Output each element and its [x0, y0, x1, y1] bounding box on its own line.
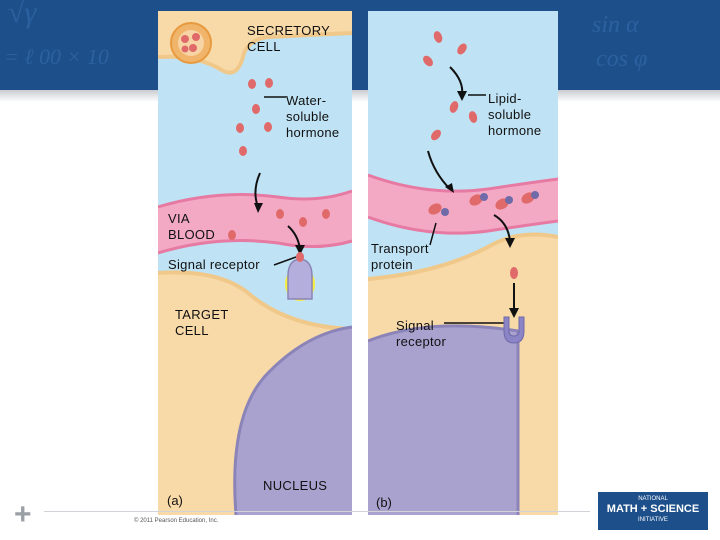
signal-receptor-b-shape	[503, 316, 525, 344]
panel-b-lipid-soluble: Lipid- soluble hormone Transport protein…	[368, 11, 558, 515]
transport-protein-shape	[480, 193, 488, 201]
nmsi-logo: NATIONAL MATH + SCIENCE INITIATIVE	[598, 492, 708, 530]
leader-line	[273, 256, 297, 266]
leader-line	[429, 222, 437, 246]
banner-decoration: √γ	[8, 0, 37, 29]
water-soluble-hormone	[239, 146, 247, 156]
vesicle-hormone	[181, 45, 189, 53]
secretory-vesicle-inner	[178, 30, 204, 56]
water-soluble-hormone	[248, 79, 256, 89]
lipid-soluble-hormone	[468, 111, 478, 123]
label-water-soluble-hormone: Water- soluble hormone	[286, 93, 340, 140]
blood-vessel-wall	[158, 189, 352, 255]
label-target-cell: TARGET CELL	[175, 307, 229, 338]
lipid-soluble-hormone	[510, 267, 518, 279]
water-soluble-hormone	[236, 123, 244, 133]
extracellular-fluid	[158, 33, 352, 329]
panel-a-illustration	[158, 22, 352, 515]
hormone-on-transport-protein	[428, 203, 442, 215]
water-soluble-hormone	[322, 209, 330, 219]
water-soluble-hormone	[276, 209, 284, 219]
panel-b-tag: (b)	[376, 495, 392, 510]
transport-protein-shape	[441, 208, 449, 216]
water-soluble-hormone	[228, 230, 236, 240]
blood-vessel	[368, 175, 558, 234]
blood-vessel	[158, 191, 352, 253]
logo-line-2: MATH + SCIENCE	[606, 503, 700, 515]
lipid-soluble-hormone	[449, 101, 459, 113]
water-soluble-hormone	[264, 122, 272, 132]
transport-protein-shape	[505, 196, 513, 204]
lipid-soluble-hormone	[431, 129, 441, 141]
water-soluble-hormone	[252, 104, 260, 114]
bound-hormone	[296, 252, 304, 262]
target-cell-membrane	[158, 270, 352, 331]
label-lipid-soluble-hormone: Lipid- soluble hormone	[488, 91, 542, 138]
copyright-credit: © 2011 Pearson Education, Inc.	[134, 518, 219, 524]
nuclear-envelope	[233, 325, 352, 515]
logo-line-1: NATIONAL	[638, 496, 668, 502]
footer-divider	[44, 511, 590, 512]
header-banner: √γ = ℓ 00 × 10 sin α cos φ	[0, 0, 720, 90]
lipid-soluble-hormone	[457, 43, 467, 55]
transport-protein-shape	[531, 191, 539, 199]
logo-line-3: INITIATIVE	[638, 517, 668, 523]
label-signal-receptor-b: Signal receptor	[396, 318, 447, 349]
vesicle-hormone	[181, 35, 189, 43]
label-secretory-cell: SECRETORY CELL	[247, 23, 331, 54]
panel-a-water-soluble: SECRETORY CELL Water- soluble hormone VI…	[158, 11, 352, 515]
blood-vessel-wall	[368, 173, 558, 235]
vesicle-hormone	[189, 44, 197, 52]
label-via-blood: VIA BLOOD	[168, 211, 216, 242]
signal-receptor-a-shape	[287, 258, 313, 300]
panel-a-tag: (a)	[167, 493, 183, 508]
nucleus	[368, 325, 518, 515]
label-transport-protein: Transport protein	[371, 241, 429, 272]
lipid-soluble-hormone	[423, 55, 433, 67]
banner-decoration: sin α	[592, 12, 639, 38]
label-nucleus: NUCLEUS	[263, 478, 328, 493]
panel-b-illustration	[368, 11, 558, 515]
label-signal-receptor-a: Signal receptor	[168, 257, 260, 272]
hormone-on-transport-protein	[469, 194, 483, 206]
vesicle-hormone	[192, 33, 200, 41]
water-soluble-hormone	[299, 217, 307, 227]
water-soluble-hormone	[265, 78, 273, 88]
plus-icon: +	[14, 498, 32, 531]
banner-decoration: cos φ	[596, 46, 648, 72]
nucleus	[234, 327, 352, 515]
banner-shadow	[0, 90, 720, 102]
lipid-soluble-hormone	[433, 31, 443, 43]
target-cell-membrane	[368, 232, 558, 281]
banner-decoration: = ℓ 00 × 10	[4, 44, 109, 69]
